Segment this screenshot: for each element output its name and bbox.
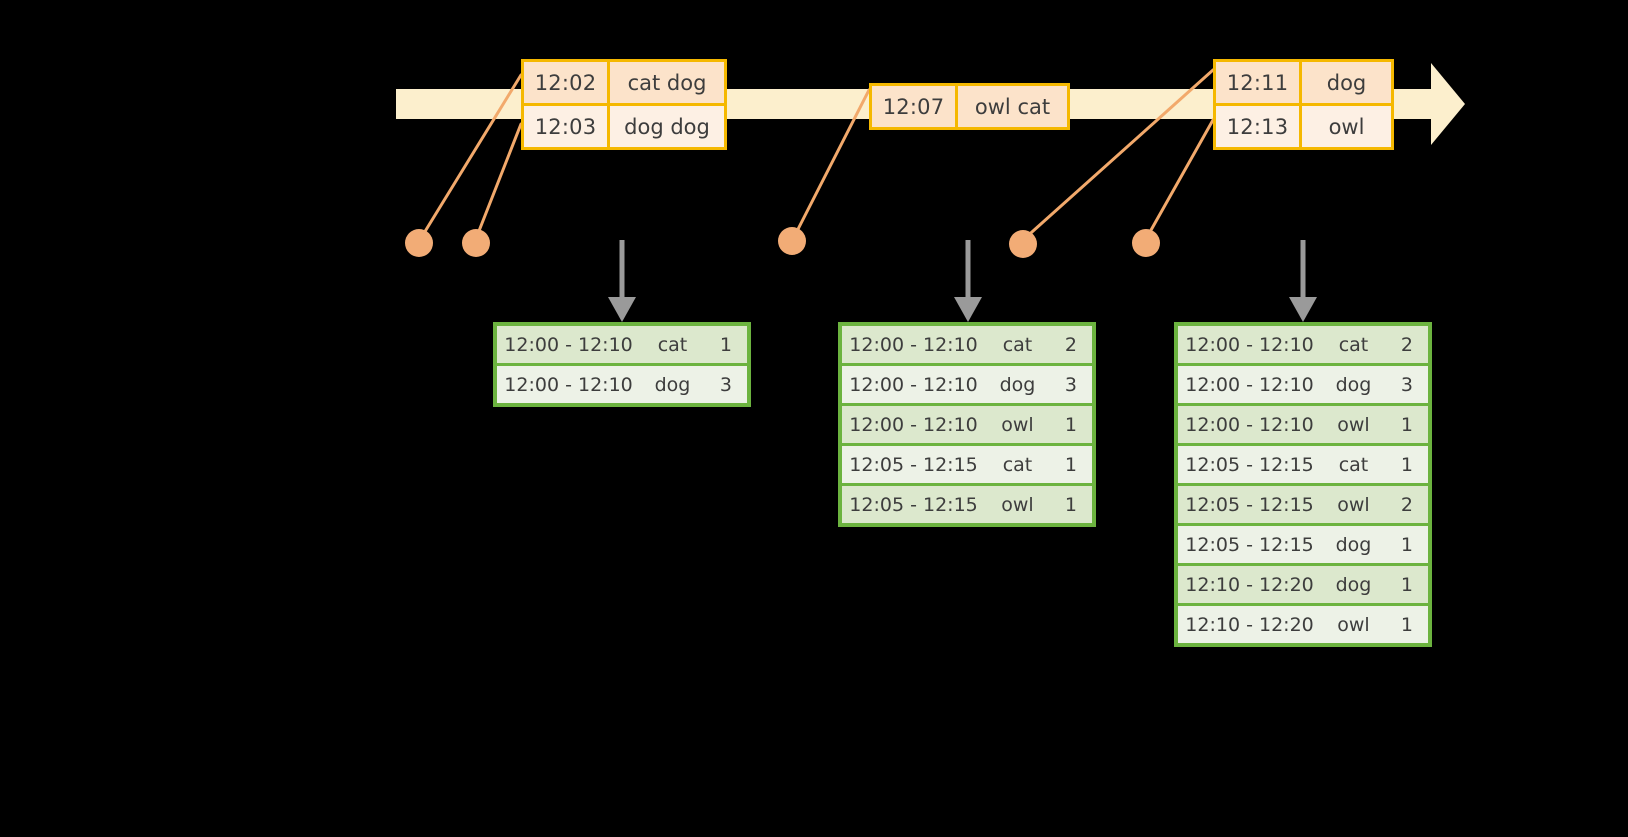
cell-window: 12:05 - 12:15	[1178, 446, 1322, 483]
cell-word: cat	[1324, 326, 1383, 363]
event-dot-3	[778, 227, 806, 255]
cell-window: 12:10 - 12:20	[1178, 566, 1322, 603]
cell-word: owl	[1324, 486, 1383, 523]
table-row[interactable]: 12:00 - 12:10 cat 2	[842, 326, 1092, 363]
event-time: 12:02	[524, 62, 610, 103]
table-row[interactable]: 12:05 - 12:15 dog 1	[1178, 526, 1428, 563]
table-row[interactable]: 12:05 - 12:15 cat 1	[1178, 446, 1428, 483]
cell-window: 12:00 - 12:10	[1178, 366, 1322, 403]
cell-word: cat	[1324, 446, 1383, 483]
table-row[interactable]: 12:10 - 12:20 dog 1	[1178, 566, 1428, 603]
cell-word: owl	[988, 486, 1047, 523]
cell-window: 12:00 - 12:10	[497, 366, 641, 403]
event-time: 12:11	[1216, 62, 1302, 103]
event-words: dog	[1326, 70, 1367, 95]
event-words: cat dog	[627, 70, 707, 95]
cell-word: dog	[1324, 566, 1383, 603]
cell-word: dog	[1324, 526, 1383, 563]
event-dot-1	[405, 229, 433, 257]
cell-count: 2	[1385, 486, 1428, 523]
event-words: owl cat	[974, 94, 1051, 119]
event-group-3[interactable]: 12:11 dog 12:13 owl	[1213, 59, 1394, 150]
event-row[interactable]: 12:02 cat dog	[524, 62, 724, 103]
cell-word: owl	[1324, 606, 1383, 643]
connector-line-2	[475, 122, 523, 238]
table-row[interactable]: 12:00 - 12:10 owl 1	[1178, 406, 1428, 443]
cell-count: 3	[1385, 366, 1428, 403]
cell-window: 12:05 - 12:15	[1178, 486, 1322, 523]
connector-line-3	[791, 88, 871, 241]
table-row[interactable]: 12:00 - 12:10 cat 1	[497, 326, 747, 363]
event-row[interactable]: 12:03 dog dog	[524, 103, 724, 147]
result-table-3[interactable]: 12:00 - 12:10 cat 2 12:00 - 12:10 dog 3 …	[1174, 322, 1432, 647]
cell-count: 1	[1385, 606, 1428, 643]
table-row[interactable]: 12:00 - 12:10 dog 3	[842, 366, 1092, 403]
event-dot-4	[1009, 230, 1037, 258]
cell-count: 3	[1049, 366, 1092, 403]
event-row[interactable]: 12:13 owl	[1216, 103, 1391, 147]
table-row[interactable]: 12:00 - 12:10 owl 1	[842, 406, 1092, 443]
cell-count: 1	[1049, 486, 1092, 523]
dashed-arrow-head-2	[954, 297, 982, 322]
cell-count: 2	[1049, 326, 1092, 363]
cell-word: owl	[988, 406, 1047, 443]
event-words: owl	[1328, 114, 1365, 139]
cell-word: owl	[1324, 406, 1383, 443]
cell-word: dog	[988, 366, 1047, 403]
event-row[interactable]: 12:11 dog	[1216, 62, 1391, 103]
cell-window: 12:05 - 12:15	[842, 486, 986, 523]
dashed-arrow-heads	[608, 297, 1317, 322]
table-row[interactable]: 12:05 - 12:15 owl 2	[1178, 486, 1428, 523]
cell-count: 3	[704, 366, 747, 403]
event-dots	[405, 227, 1160, 258]
event-time: 12:07	[872, 86, 958, 127]
cell-word: cat	[988, 446, 1047, 483]
cell-window: 12:10 - 12:20	[1178, 606, 1322, 643]
connector-line-5	[1144, 118, 1215, 241]
event-time: 12:13	[1216, 106, 1302, 147]
event-row[interactable]: 12:07 owl cat	[872, 86, 1067, 127]
cell-window: 12:05 - 12:15	[842, 446, 986, 483]
cell-count: 1	[1049, 406, 1092, 443]
table-row[interactable]: 12:05 - 12:15 cat 1	[842, 446, 1092, 483]
dashed-arrows	[619, 240, 1306, 300]
event-time: 12:03	[524, 106, 610, 147]
cell-window: 12:00 - 12:10	[842, 366, 986, 403]
cell-word: dog	[1324, 366, 1383, 403]
cell-word: cat	[988, 326, 1047, 363]
table-row[interactable]: 12:00 - 12:10 dog 3	[1178, 366, 1428, 403]
result-table-2[interactable]: 12:00 - 12:10 cat 2 12:00 - 12:10 dog 3 …	[838, 322, 1096, 527]
cell-count: 1	[1385, 566, 1428, 603]
event-words: dog dog	[624, 114, 710, 139]
cell-window: 12:05 - 12:15	[1178, 526, 1322, 563]
event-dot-2	[462, 229, 490, 257]
dashed-arrow-dashes	[619, 240, 1306, 300]
cell-count: 1	[704, 326, 747, 363]
cell-word: dog	[643, 366, 702, 403]
cell-word: cat	[643, 326, 702, 363]
table-row[interactable]: 12:05 - 12:15 owl 1	[842, 486, 1092, 523]
table-row[interactable]: 12:00 - 12:10 cat 2	[1178, 326, 1428, 363]
connector-line-1	[419, 73, 523, 240]
event-group-1[interactable]: 12:02 cat dog 12:03 dog dog	[521, 59, 727, 150]
cell-window: 12:00 - 12:10	[1178, 326, 1322, 363]
dashed-arrow-head-1	[608, 297, 636, 322]
cell-count: 1	[1385, 406, 1428, 443]
result-table-1[interactable]: 12:00 - 12:10 cat 1 12:00 - 12:10 dog 3	[493, 322, 751, 407]
table-row[interactable]: 12:00 - 12:10 dog 3	[497, 366, 747, 403]
event-group-2[interactable]: 12:07 owl cat	[869, 83, 1070, 130]
table-row[interactable]: 12:10 - 12:20 owl 1	[1178, 606, 1428, 643]
cell-window: 12:00 - 12:10	[1178, 406, 1322, 443]
event-dot-5	[1132, 229, 1160, 257]
dashed-arrow-head-3	[1289, 297, 1317, 322]
cell-count: 1	[1385, 526, 1428, 563]
cell-count: 2	[1385, 326, 1428, 363]
cell-window: 12:00 - 12:10	[497, 326, 641, 363]
cell-window: 12:00 - 12:10	[842, 406, 986, 443]
cell-count: 1	[1385, 446, 1428, 483]
cell-window: 12:00 - 12:10	[842, 326, 986, 363]
cell-count: 1	[1049, 446, 1092, 483]
